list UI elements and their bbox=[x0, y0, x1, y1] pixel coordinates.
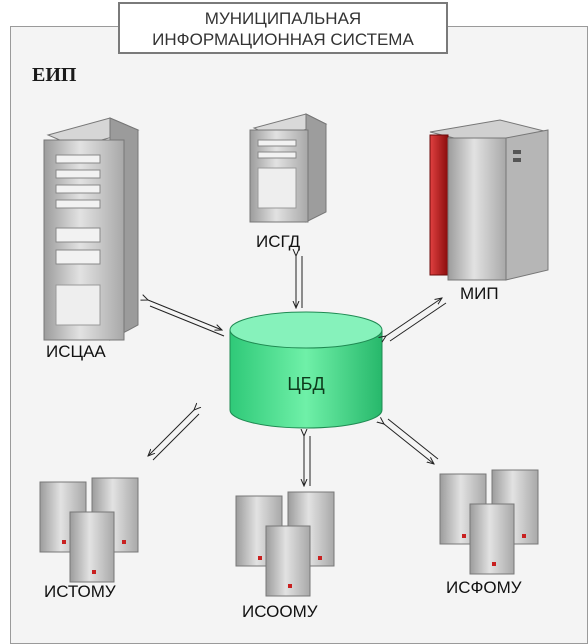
server-cluster-icon bbox=[439, 469, 539, 575]
title-line-1: МУНИЦИПАЛЬНАЯ bbox=[204, 9, 362, 28]
central-database-label: ЦБД bbox=[287, 374, 324, 394]
node-label-isoomu: ИСООМУ bbox=[242, 602, 318, 621]
section-label: ЕИП bbox=[32, 64, 77, 86]
node-label-istomu: ИСТОМУ bbox=[44, 582, 116, 601]
node-label-isgd: ИСГД bbox=[256, 232, 301, 251]
connection-arrow-isgd bbox=[296, 256, 303, 308]
server-icon bbox=[249, 113, 328, 223]
diagram-title-box: МУНИЦИПАЛЬНАЯ ИНФОРМАЦИОННАЯ СИСТЕМА bbox=[118, 2, 448, 54]
connection-arrow-mip bbox=[386, 298, 447, 341]
mainframe-icon bbox=[429, 119, 549, 281]
node-label-mip: МИП bbox=[460, 284, 499, 303]
connection-arrow-istomu bbox=[148, 410, 199, 461]
tower-server-icon bbox=[43, 117, 140, 341]
connection-arrow-isoomu bbox=[304, 436, 311, 486]
node-label-iscaa: ИСЦАА bbox=[46, 342, 106, 361]
connection-arrow-isfomu bbox=[384, 419, 439, 464]
connection-arrow-iscaa bbox=[148, 300, 225, 337]
server-cluster-icon bbox=[39, 477, 139, 583]
title-line-2: ИНФОРМАЦИОННАЯ СИСТЕМА bbox=[152, 30, 414, 49]
server-cluster-icon bbox=[235, 491, 335, 597]
node-label-isfomu: ИСФОМУ bbox=[446, 578, 522, 597]
central-database-cylinder: ЦБД bbox=[229, 311, 383, 429]
